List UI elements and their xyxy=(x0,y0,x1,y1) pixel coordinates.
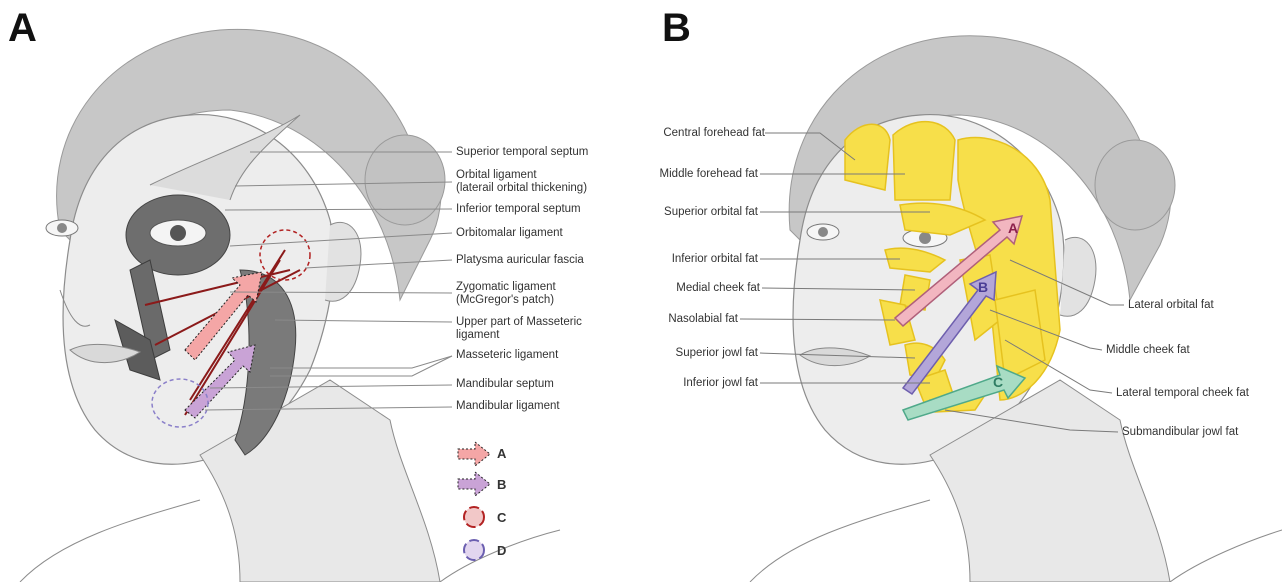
arrow-a-letter: A xyxy=(1008,220,1018,236)
label-lateral-temporal-cheek-fat: Lateral temporal cheek fat xyxy=(1116,387,1249,400)
label-superior-jowl-fat: Superior jowl fat xyxy=(676,347,758,360)
legend-key-d: D xyxy=(497,543,506,558)
label-superior-orbital-fat: Superior orbital fat xyxy=(664,206,758,219)
arrow-c-letter: C xyxy=(993,374,1003,390)
label-inferior-jowl-fat: Inferior jowl fat xyxy=(683,377,758,390)
label-inferior-orbital-fat: Inferior orbital fat xyxy=(672,253,758,266)
label-mandibular-ligament: Mandibular ligament xyxy=(456,400,560,413)
legend-key-c: C xyxy=(497,510,506,525)
label-zygomatic-ligament: Zygomatic ligament (McGregor's patch) xyxy=(456,281,556,307)
label-orbital-ligament: Orbital ligament (laterail orbital thick… xyxy=(456,169,587,195)
label-inferior-temporal-septum: Inferior temporal septum xyxy=(456,203,581,216)
label-middle-cheek-fat: Middle cheek fat xyxy=(1106,344,1190,357)
label-submandibular-jowl-fat: Submandibular jowl fat xyxy=(1122,426,1238,439)
label-lateral-orbital-fat: Lateral orbital fat xyxy=(1128,299,1214,312)
arrow-b-letter: B xyxy=(978,279,988,295)
legend-glyphs xyxy=(458,442,490,560)
legend-key-a: A xyxy=(497,446,506,461)
label-mandibular-septum: Mandibular septum xyxy=(456,378,554,391)
legend-key-b: B xyxy=(497,477,506,492)
label-middle-forehead-fat: Middle forehead fat xyxy=(660,168,758,181)
label-orbitomalar-ligament: Orbitomalar ligament xyxy=(456,227,563,240)
label-medial-cheek-fat: Medial cheek fat xyxy=(676,282,760,295)
label-superior-temporal-septum: Superior temporal septum xyxy=(456,146,588,159)
label-platysma-auricular-fascia: Platysma auricular fascia xyxy=(456,254,584,267)
label-central-forehead-fat: Central forehead fat xyxy=(663,127,765,140)
label-masseteric-ligament: Masseteric ligament xyxy=(456,349,558,362)
label-nasolabial-fat: Nasolabial fat xyxy=(668,313,738,326)
label-upper-masseteric-ligament: Upper part of Masseteric ligament xyxy=(456,316,582,342)
